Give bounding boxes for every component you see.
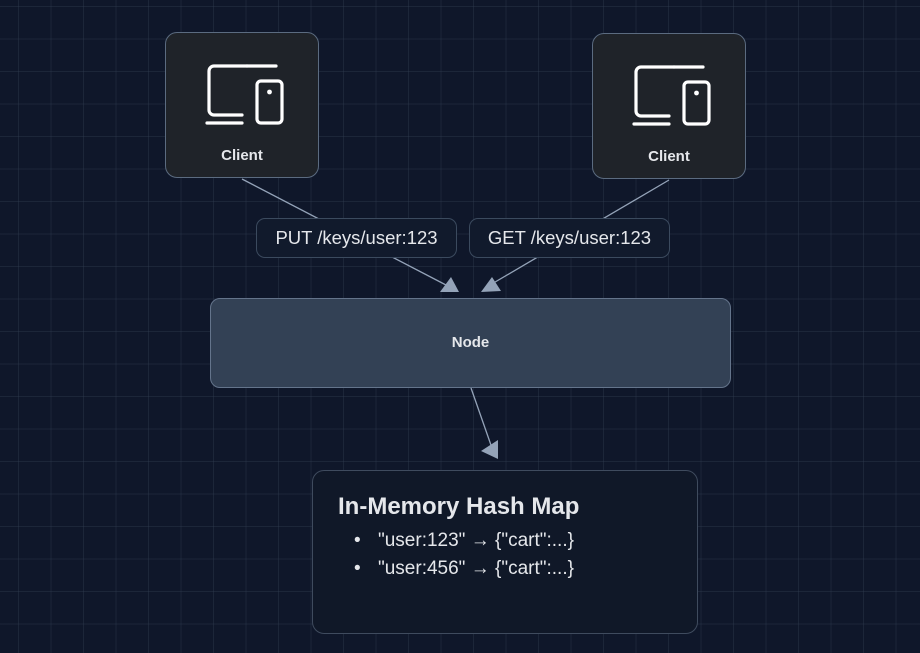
edge-label-put: PUT /keys/user:123 [256,218,457,258]
edge-node-hashmap-line [470,387,493,449]
hash-map-entry: • "user:456" → {"cart":...} [338,555,574,583]
client-label: Client [221,147,263,164]
client-label: Client [648,148,690,165]
hash-map-entry-text: "user:123" → {"cart":...} [378,530,574,551]
hash-map-entry: • "user:123" → {"cart":...} [338,527,574,555]
client-box-left[interactable]: Client [165,32,319,178]
hash-map-entry-text: "user:456" → {"cart":...} [378,558,574,579]
devices-icon [632,65,711,126]
devices-icon [205,64,284,125]
client-box-right[interactable]: Client [592,33,746,179]
edge-get-arrowhead [481,277,501,292]
bullet-icon: • [354,530,361,551]
bullet-icon: • [354,558,361,579]
edge-label-get: GET /keys/user:123 [469,218,670,258]
node-label: Node [451,334,490,351]
edge-node-hashmap-arrowhead [481,440,498,459]
hash-map-box[interactable]: In-Memory Hash Map • "user:123" → {"cart… [312,470,698,634]
hash-map-title: In-Memory Hash Map [338,493,580,520]
hash-map-entries: • "user:123" → {"cart":...} • "user:456"… [338,527,574,583]
edge-put-arrowhead [440,277,459,292]
node-box[interactable]: Node [210,298,731,388]
